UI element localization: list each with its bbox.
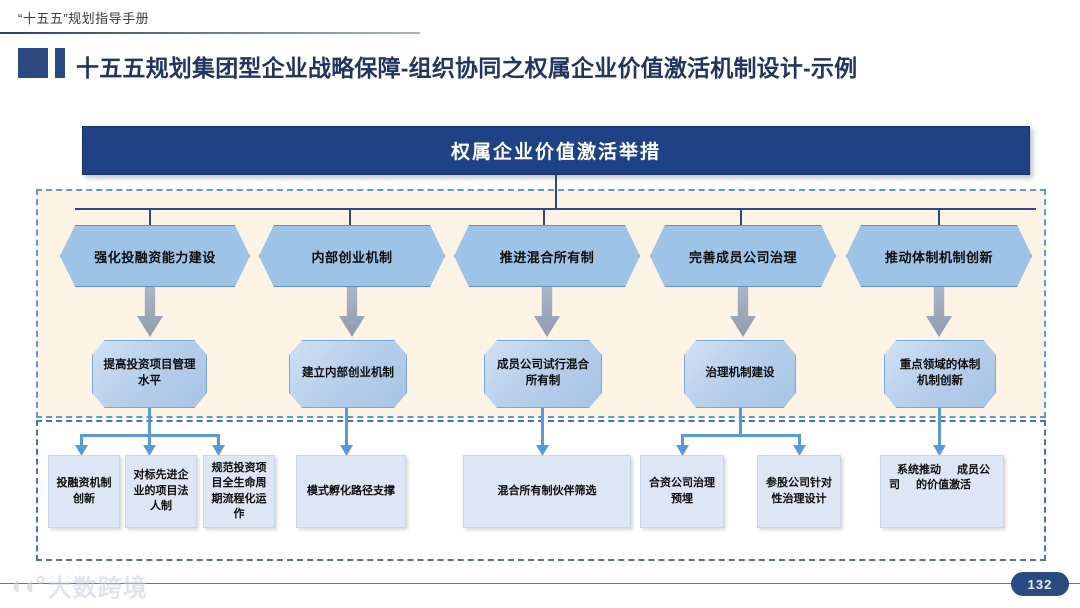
watermark-logo-icon: ◖◖° <box>8 569 46 600</box>
action-label-6: 合资公司治理预埋 <box>649 477 715 505</box>
bus-leg-4 <box>740 210 742 237</box>
pillar-label-4: 完善成员公司治理 <box>688 249 797 265</box>
action-label-7: 参股公司针对性治理设计 <box>766 477 832 505</box>
branch-drop-1a <box>80 434 83 448</box>
pillar-label-1: 强化投融资能力建设 <box>94 249 216 265</box>
pillar-label-5: 推动体制机制创新 <box>884 249 993 265</box>
bus-leg-2 <box>349 210 351 237</box>
pillar-hex-1[interactable]: 强化投融资能力建设 <box>60 225 250 287</box>
pillar-hex-2[interactable]: 内部创业机制 <box>259 225 445 287</box>
branch-drop-4a <box>681 434 684 448</box>
pillar-bus-line <box>75 208 1036 210</box>
branch-rail-4 <box>681 434 801 437</box>
branch-drop-4b <box>798 434 801 448</box>
page-number-label: 132 <box>1027 576 1053 592</box>
branch-stem-1 <box>148 408 151 436</box>
initiative-label-1: 提高投资项目管理水平 <box>103 359 196 387</box>
branch-arrow-1b <box>143 445 156 456</box>
initiative-label-4: 治理机制建设 <box>705 367 775 380</box>
branch-stem-4 <box>739 408 742 436</box>
action-box-2[interactable]: 对标先进企业的项目法人制 <box>125 455 197 528</box>
action-box-highlight[interactable]: 系统推动成员公司的价值激活 <box>880 455 1004 528</box>
pillar-label-2: 内部创业机制 <box>311 249 393 265</box>
header-rule <box>0 32 420 34</box>
bus-leg-5 <box>938 210 940 237</box>
action-label-5: 混合所有制伙伴筛选 <box>497 484 597 497</box>
highlight-suffix: 的价值激活 <box>916 479 971 492</box>
title-marker-square <box>18 48 48 78</box>
footer-rule <box>0 583 1080 584</box>
initiative-oct-2[interactable]: 建立内部创业机制 <box>289 340 407 408</box>
action-box-3[interactable]: 规范投资项目全生命周期流程化运作 <box>203 455 275 528</box>
initiative-oct-1[interactable]: 提高投资项目管理水平 <box>92 340 207 408</box>
branch-drop-1c <box>217 434 220 448</box>
pillar-hex-3[interactable]: 推进混合所有制 <box>454 225 640 287</box>
banner-drop-line <box>555 175 557 210</box>
branch-arrow-1c <box>212 445 225 456</box>
branch-stem-2 <box>345 408 348 448</box>
action-box-6[interactable]: 合资公司治理预埋 <box>640 455 724 528</box>
branch-drop-1b <box>148 434 151 448</box>
branch-stem-5 <box>938 408 941 448</box>
action-label-1: 投融资机制创新 <box>56 477 112 505</box>
action-box-7[interactable]: 参股公司针对性治理设计 <box>757 455 841 528</box>
pillar-hex-5[interactable]: 推动体制机制创新 <box>846 225 1032 287</box>
initiative-oct-4[interactable]: 治理机制建设 <box>684 340 796 408</box>
highlight-emphasis: 成员公司 <box>889 464 990 492</box>
action-label-2: 对标先进企业的项目法人制 <box>133 469 189 513</box>
action-box-1[interactable]: 投融资机制创新 <box>48 455 120 528</box>
highlight-prefix: 系统推动 <box>897 464 941 476</box>
watermark-label: 大数跨境 <box>47 574 148 602</box>
branch-stem-3 <box>541 408 544 448</box>
action-box-4[interactable]: 模式孵化路径支撑 <box>296 455 406 528</box>
action-label-highlight: 系统推动成员公司的价值激活 <box>881 456 1003 501</box>
initiative-oct-3[interactable]: 成员公司试行混合所有制 <box>484 340 602 408</box>
initiative-oct-5[interactable]: 重点领域的体制机制创新 <box>884 340 996 408</box>
branch-arrow-3 <box>536 445 549 456</box>
action-label-4: 模式孵化路径支撑 <box>307 484 395 497</box>
initiative-label-2: 建立内部创业机制 <box>302 367 394 380</box>
page-title: 十五五规划集团型企业战略保障-组织协同之权属企业价值激活机制设计-示例 <box>76 55 858 81</box>
page-number-badge: 132 <box>1011 572 1069 596</box>
pillar-hex-4[interactable]: 完善成员公司治理 <box>650 225 836 287</box>
branch-arrow-4b <box>793 445 806 456</box>
main-banner-label: 权属企业价值激活举措 <box>450 142 661 163</box>
action-box-5[interactable]: 混合所有制伙伴筛选 <box>463 455 631 528</box>
watermark: ◖◖° 大数跨境 <box>8 566 218 604</box>
branch-arrow-5 <box>933 445 946 456</box>
branch-arrow-4a <box>676 445 689 456</box>
initiative-label-5: 重点领域的体制机制创新 <box>899 359 981 387</box>
bus-leg-1 <box>149 210 151 237</box>
bus-leg-3 <box>543 210 545 237</box>
title-marker-bar <box>55 48 65 78</box>
branch-arrow-2 <box>340 445 353 456</box>
document-kicker: “十五五”规划指导手册 <box>18 11 150 26</box>
pillar-label-3: 推进混合所有制 <box>499 249 595 265</box>
main-banner: 权属企业价值激活举措 <box>82 126 1030 175</box>
action-label-3: 规范投资项目全生命周期流程化运作 <box>211 461 267 520</box>
initiative-label-3: 成员公司试行混合所有制 <box>497 359 589 387</box>
branch-arrow-1a <box>75 445 88 456</box>
